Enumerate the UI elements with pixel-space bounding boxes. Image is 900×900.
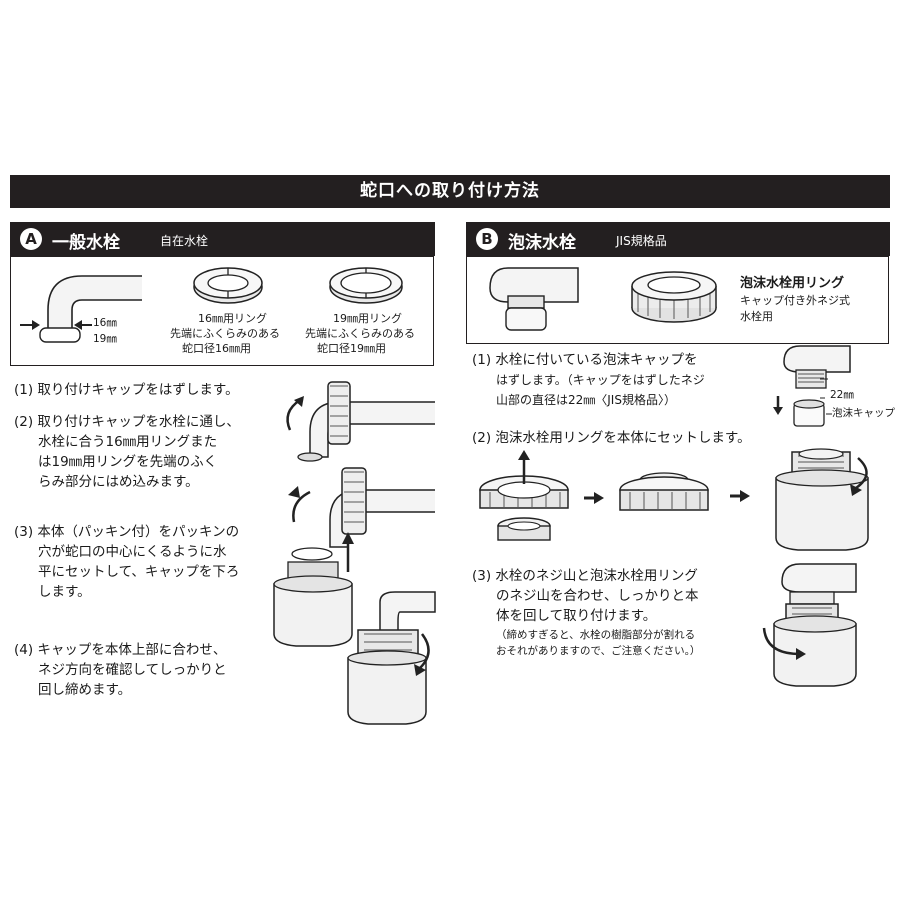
dim-16mm: 16㎜ — [93, 317, 117, 329]
ring-16-label: 16㎜用リング — [198, 312, 267, 325]
aerator-ring-note1: キャップ付き外ネジ式 — [740, 294, 850, 307]
aerator-faucet-illustration — [489, 267, 579, 331]
caution-line-2: おそれがありますので、ご注意ください。） — [496, 645, 701, 657]
section-b-heading: 泡沫水栓 — [508, 233, 576, 253]
aerator-ring-label: 泡沫水栓用リング — [740, 276, 845, 291]
section-a-header: A 一般水栓 自在水栓 — [10, 222, 435, 256]
section-a-step-1: (1) 取り付けキャップをはずします。 — [14, 382, 239, 398]
aerator-ring-illustration — [631, 271, 717, 323]
ring-19-label: 19㎜用リング — [333, 312, 402, 325]
dim-19mm: 19㎜ — [93, 333, 117, 345]
section-a-heading: 一般水栓 — [52, 233, 120, 253]
section-b-step-3: (3) 水栓のネジ山と泡沫水栓用リング のネジ山を合わせ、しっかりと本 体を回し… — [472, 568, 699, 624]
section-a-step-3: (3) 本体（パッキン付）をパッキンの 穴が蛇口の中心にくるように水 平にセット… — [14, 524, 240, 600]
ring-16-note1: 先端にふくらみのある — [170, 327, 280, 340]
ring-16-note2: 蛇口径16㎜用 — [182, 342, 251, 355]
page-title: 蛇口への取り付け方法 — [10, 175, 890, 208]
aerator-ring-note2: 水栓用 — [740, 310, 773, 323]
ring-19-illustration — [329, 267, 403, 304]
section-b-step-2: (2) 泡沫水栓用リングを本体にセットします。 — [472, 430, 751, 446]
ring-16-illustration — [193, 267, 263, 304]
aerator-cap-label: 泡沫キャップ — [832, 407, 895, 419]
ring-setting-illustration — [479, 448, 869, 551]
dim-22mm: 22㎜ — [830, 389, 854, 401]
section-b-subheading: JIS規格品 — [616, 234, 667, 248]
section-a-step-4: (4) キャップを本体上部に合わせ、 ネジ方向を確認してしっかりと 回し締めます… — [14, 642, 227, 698]
section-a-subheading: 自在水栓 — [160, 234, 209, 248]
section-a-step-2: (2) 取り付けキャップを水栓に通し、 水栓に合う16㎜用リングまた は19㎜用… — [14, 414, 240, 490]
ring-19-note1: 先端にふくらみのある — [305, 327, 415, 340]
section-b-step-1: (1) 水栓に付いている泡沫キャップを はずします。（キャップをはずしたネジ 山… — [472, 352, 705, 407]
aerator-cap-removal-illustration — [773, 345, 851, 427]
section-a-steps-illustration — [273, 381, 436, 725]
faucet-elbow-illustration — [20, 275, 142, 343]
section-b-header: B 泡沫水栓 JIS規格品 — [466, 222, 890, 256]
section-a-badge: A — [20, 228, 42, 250]
aerator-installed-illustration — [762, 563, 857, 687]
section-b-badge: B — [476, 228, 498, 250]
ring-19-note2: 蛇口径19㎜用 — [317, 342, 386, 355]
caution-line-1: （締めすぎると、水栓の樹脂部分が割れる — [496, 629, 696, 641]
